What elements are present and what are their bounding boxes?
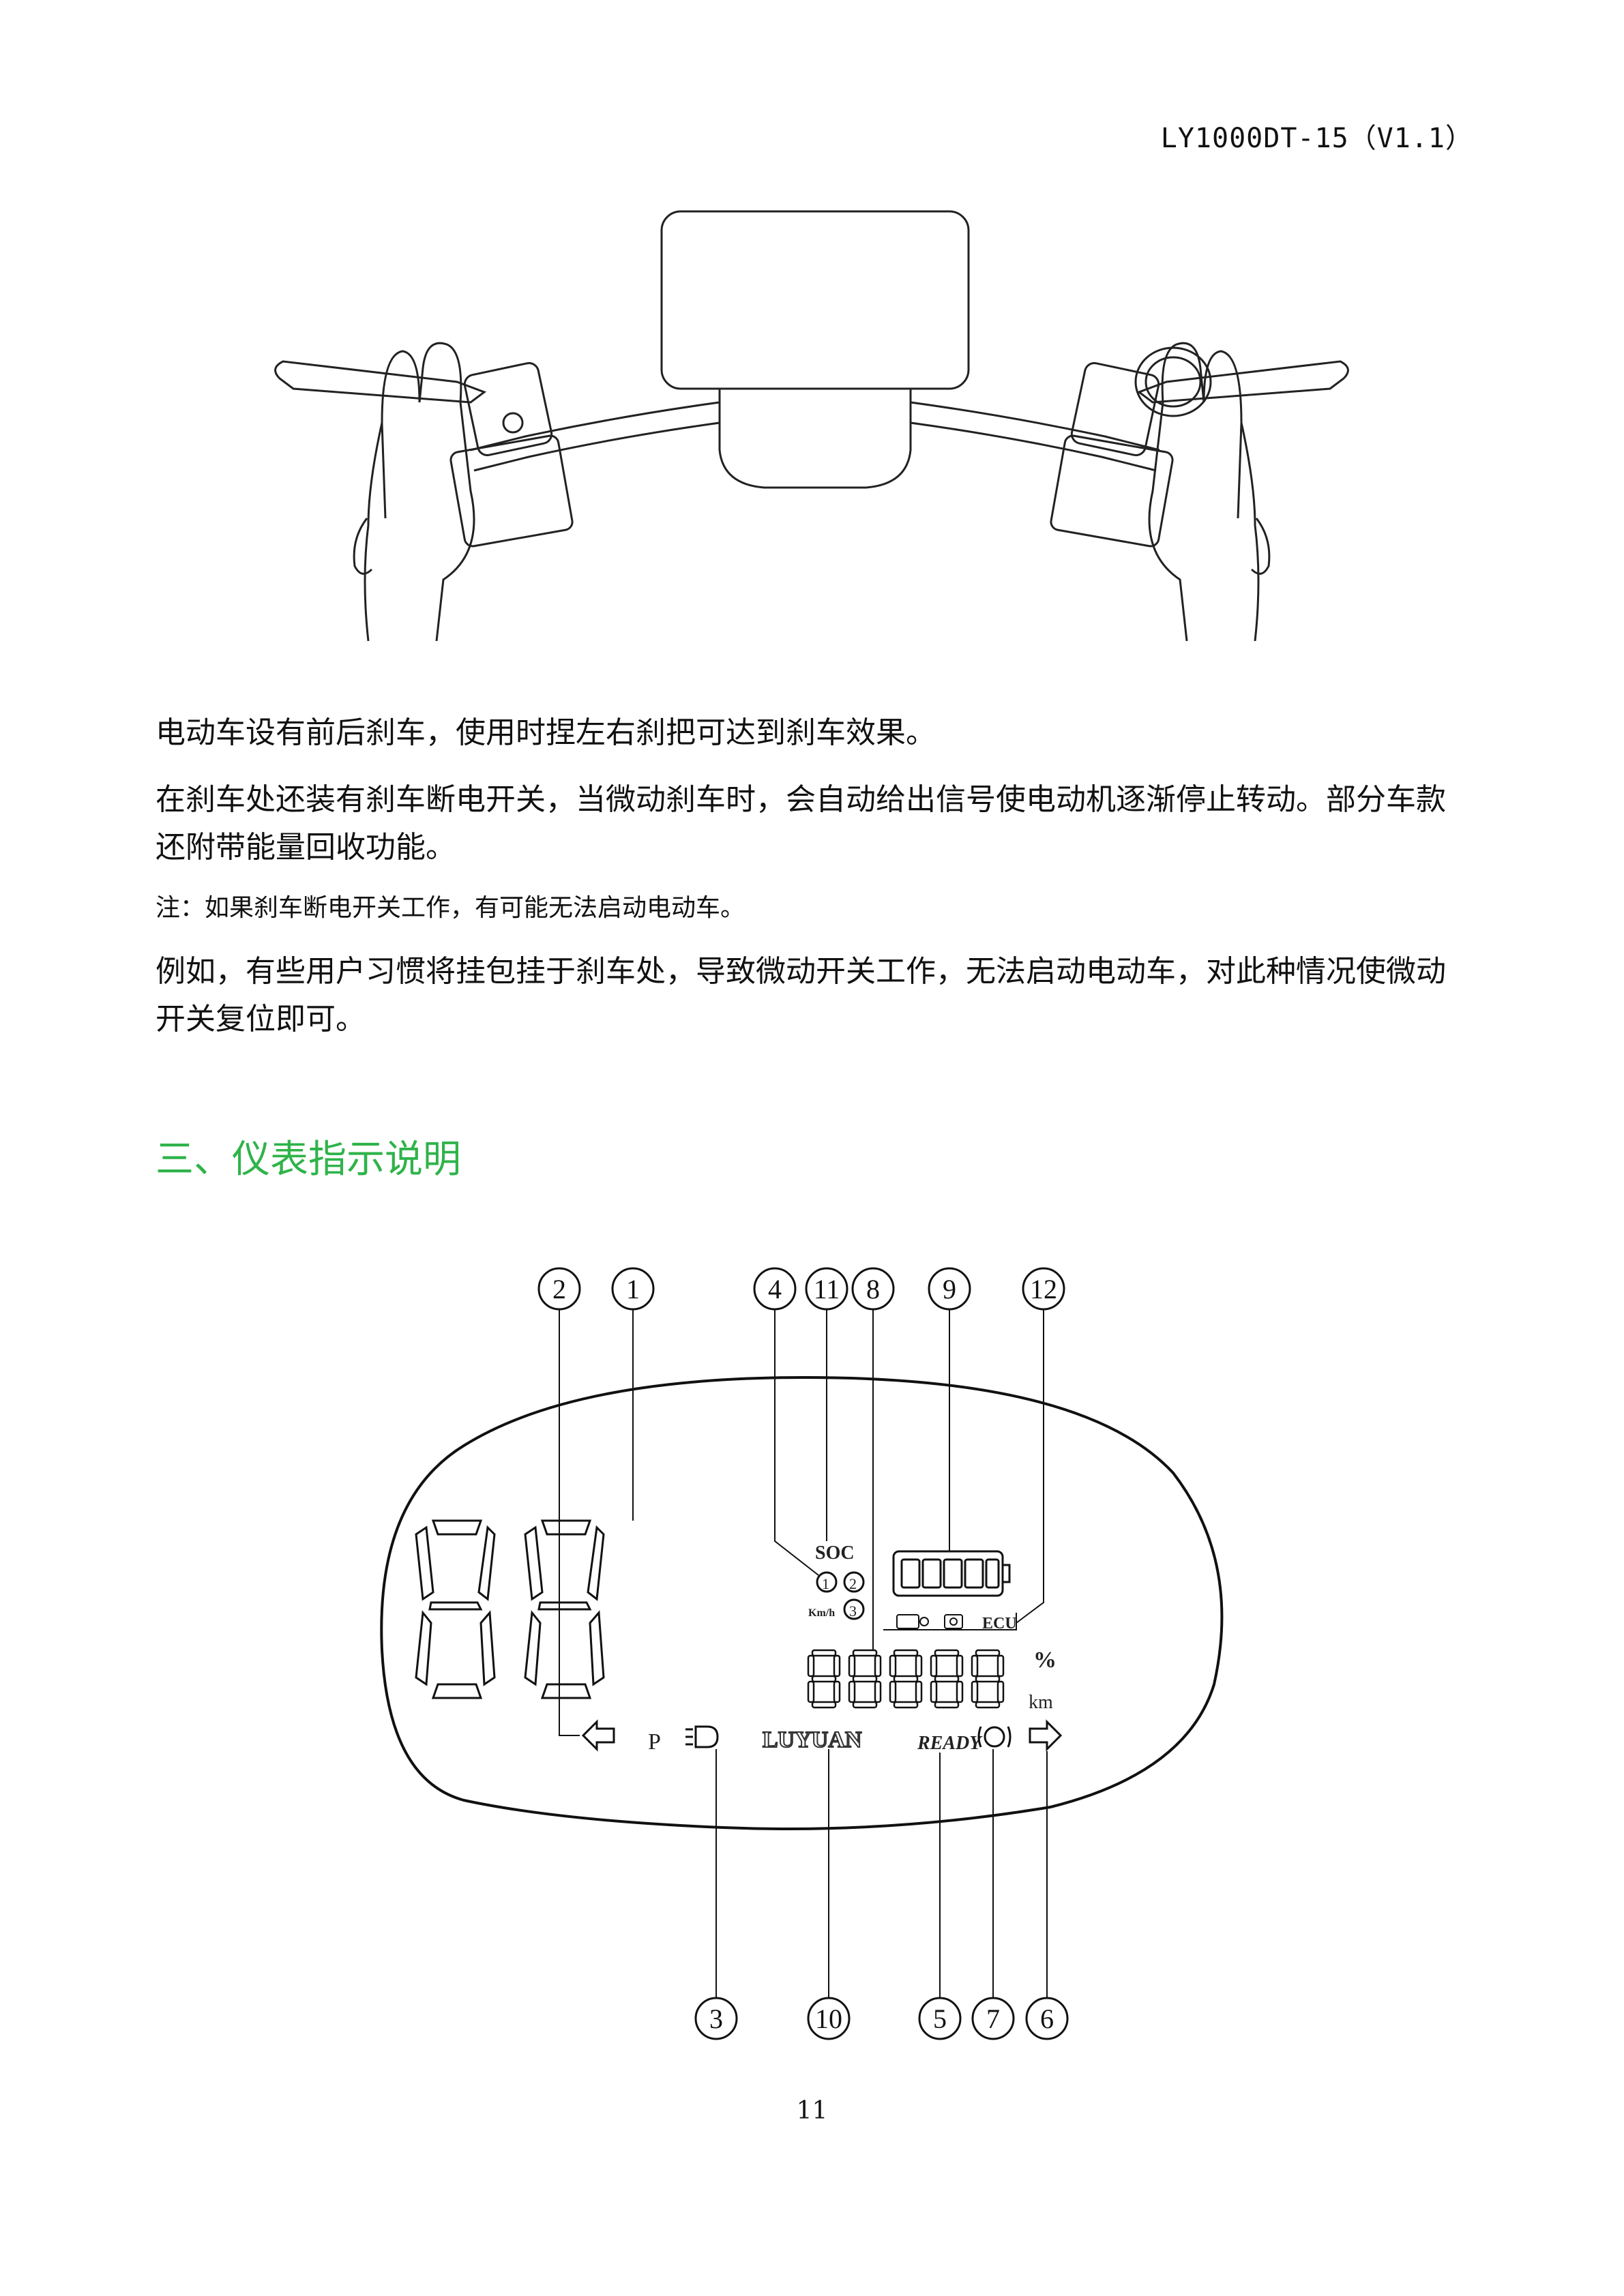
callout-label-8: 8 xyxy=(866,1274,880,1304)
section-heading: 三、仪表指示说明 xyxy=(156,1137,461,1182)
callout-label-10: 10 xyxy=(815,2003,842,2034)
dashboard-diagram: SOC 1 2 3 Km/h ECU xyxy=(380,1267,1224,2040)
headlight-icon xyxy=(685,1725,719,1748)
right-hand xyxy=(1148,342,1243,641)
mode-2-label: 2 xyxy=(849,1575,857,1592)
callout-label-2: 2 xyxy=(552,1274,566,1304)
handlebar-illustration xyxy=(274,210,1349,641)
document-code: LY1000DT-15（V1.1） xyxy=(1160,123,1473,154)
callout-label-9: 9 xyxy=(943,1274,956,1304)
callout-label-1: 1 xyxy=(626,1274,640,1304)
page-number: 11 xyxy=(796,2097,828,2125)
battery-icon xyxy=(892,1550,1011,1597)
left-turn-icon xyxy=(581,1719,615,1752)
right-grip xyxy=(1050,434,1174,548)
cluster-outline xyxy=(380,1375,1224,1830)
callout-label-11: 11 xyxy=(814,1274,840,1304)
callout-label-5: 5 xyxy=(933,2003,947,2034)
right-brake-lever xyxy=(1136,360,1349,404)
left-grip xyxy=(449,434,574,548)
percent-label: % xyxy=(1033,1648,1057,1673)
speed-digit-2 xyxy=(524,1519,605,1699)
brake-warning-icon xyxy=(977,1726,1012,1748)
paragraph-cutoff-switch: 在刹车处还装有刹车断电开关，当微动刹车时，会自动给出信号使电动机逐渐停止转动。部… xyxy=(156,782,1446,865)
mode-1-indicator xyxy=(816,1571,838,1593)
mode-3-indicator xyxy=(843,1598,865,1620)
leader-line-4 xyxy=(774,1309,819,1576)
note-text: 注：如果刹车断电开关工作，有可能无法启动电动车。 xyxy=(156,894,745,922)
callout-label-3: 3 xyxy=(709,2003,723,2034)
soc-label: SOC xyxy=(815,1542,855,1564)
park-label: P xyxy=(648,1729,661,1755)
km-label: km xyxy=(1029,1692,1053,1713)
controller-fault-icon xyxy=(944,1614,963,1629)
odometer-digits xyxy=(807,1649,1005,1709)
mirror-mount xyxy=(1134,346,1212,417)
callout-label-7: 7 xyxy=(986,2003,1000,2034)
left-brake-lever xyxy=(274,360,487,404)
callout-label-4: 4 xyxy=(768,1274,782,1304)
callout-label-6: 6 xyxy=(1040,2003,1054,2034)
display-screen-outline xyxy=(660,210,970,390)
leader-line-12 xyxy=(1016,1309,1044,1624)
left-hand xyxy=(381,342,475,641)
speed-digit-1 xyxy=(415,1519,496,1699)
callout-label-12: 12 xyxy=(1030,1274,1057,1304)
ready-label: READY xyxy=(917,1733,983,1754)
brand-label: LUYUAN xyxy=(763,1727,862,1753)
mode-3-label: 3 xyxy=(849,1602,857,1620)
paragraph-example: 例如，有些用户习惯将挂包挂于刹车处，导致微动开关工作，无法启动电动车，对此种情况… xyxy=(156,954,1446,1037)
mode-2-indicator xyxy=(843,1571,865,1593)
paragraph-brakes: 电动车设有前后刹车，使用时捏左右刹把可达到刹车效果。 xyxy=(156,715,936,750)
mode-1-label: 1 xyxy=(822,1575,829,1592)
motor-fault-icon xyxy=(896,1614,929,1629)
display-mount xyxy=(718,389,912,489)
speed-unit-label: Km/h xyxy=(808,1607,835,1619)
right-turn-icon xyxy=(1029,1719,1063,1752)
leader-line-2 xyxy=(559,1309,580,1736)
